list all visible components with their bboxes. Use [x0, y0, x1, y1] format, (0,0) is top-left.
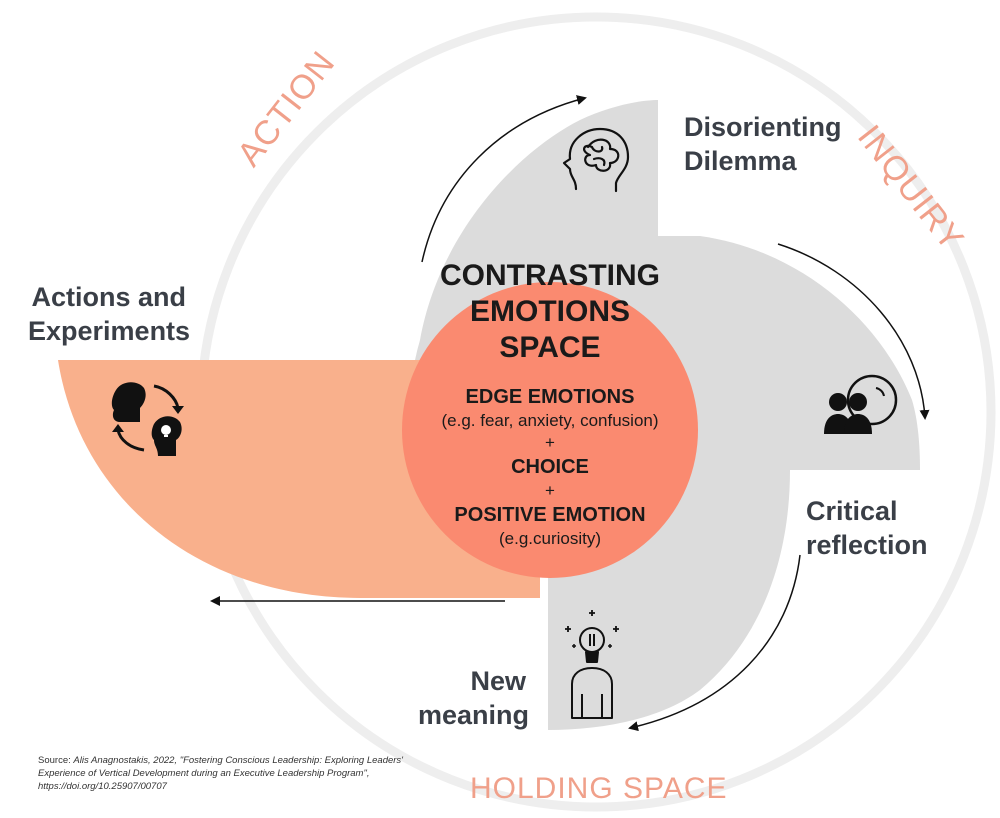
arrow-to-critical	[777, 243, 930, 420]
source-citation: Source: Alis Anagnostakis, 2022, "Foster…	[38, 754, 418, 793]
phase-label-holding-space: HOLDING SPACE	[470, 772, 728, 805]
center-title-line: SPACE	[499, 331, 601, 364]
choice-label: CHOICE	[511, 456, 589, 478]
center-details: EDGE EMOTIONS (e.g. fear, anxiety, confu…	[400, 384, 700, 550]
source-line: https://doi.org/10.25907/00707	[38, 780, 418, 793]
head-with-tangled-thoughts-icon	[562, 127, 630, 193]
step-line: New	[470, 666, 526, 696]
source-text-2: Experience of Vertical Development durin…	[38, 768, 370, 779]
arrow-to-disorienting	[421, 95, 587, 263]
step-label-new-meaning: New meaning	[418, 664, 530, 732]
heads-cycle-arrows-icon	[111, 382, 184, 456]
center-title-line: EMOTIONS	[469, 295, 630, 328]
arrow-to-new-meaning	[628, 554, 801, 732]
center-circle	[402, 282, 698, 578]
step-label-actions-experiments: Actions and Experiments	[28, 280, 191, 348]
step-label-critical-reflection: Critical reflection	[806, 494, 928, 562]
edge-emotions-examples: (e.g. fear, anxiety, confusion)	[441, 411, 659, 430]
plus-sign: +	[545, 481, 555, 500]
positive-emotion-example: (e.g.curiosity)	[498, 529, 602, 548]
two-people-discussion-icon	[824, 374, 898, 434]
plus-sign: +	[545, 433, 555, 452]
source-text-3: https://doi.org/10.25907/00707	[38, 781, 167, 792]
step-line: Disorienting	[684, 112, 842, 142]
step-line: Critical	[806, 496, 898, 526]
step-line: Dilemma	[684, 146, 797, 176]
step-line: reflection	[806, 530, 928, 560]
step-line: Experiments	[28, 316, 191, 346]
positive-emotion-label: POSITIVE EMOTION	[454, 504, 646, 526]
edge-emotions-label: EDGE EMOTIONS	[465, 386, 635, 408]
center-title-line: CONTRASTING	[440, 259, 660, 292]
center-title: CONTRASTING EMOTIONS SPACE	[430, 258, 670, 366]
center-text: CONTRASTING EMOTIONS SPACE	[430, 258, 670, 366]
source-line: Source: Alis Anagnostakis, 2022, "Foster…	[38, 755, 403, 766]
source-text-1: Alis Anagnostakis, 2022, "Fostering Cons…	[73, 755, 403, 766]
step-line: Actions and	[31, 282, 186, 312]
source-label: Source	[38, 755, 69, 766]
person-lightbulb-head-icon	[565, 610, 619, 719]
step-label-disorienting-dilemma: Disorienting Dilemma	[684, 110, 842, 178]
step-line: meaning	[418, 700, 530, 730]
source-line: Experience of Vertical Development durin…	[38, 767, 418, 780]
